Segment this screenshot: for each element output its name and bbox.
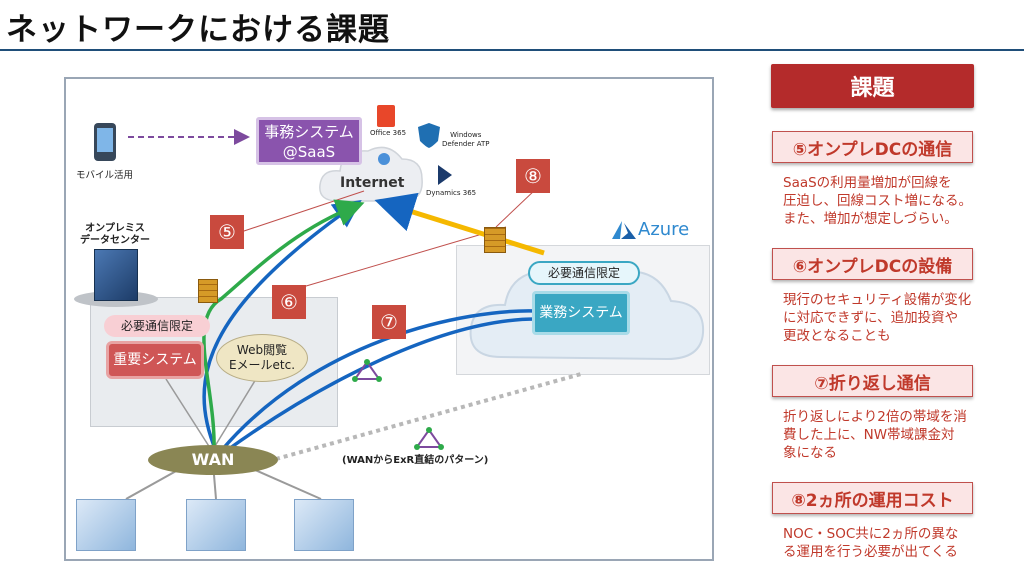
- onprem-line2: データセンター: [80, 235, 150, 246]
- issue-title-8: ⑧2ヵ所の運用コスト: [772, 482, 973, 514]
- issue-desc-6: 現行のセキュリティ設備が変化 に対応できずに、追加投資や 更改となることも: [783, 291, 983, 345]
- badge-6: ⑥: [272, 285, 306, 319]
- defender-shield-icon: [418, 123, 440, 148]
- issue-desc-7-line: 費した上に、NW帯域課金対: [783, 427, 955, 443]
- exr-label: (WANからExR直結のパターン): [342, 455, 489, 466]
- mobile-phone-icon: [94, 123, 116, 161]
- office365-icon: [377, 105, 395, 127]
- dynamics-label: Dynamics 365: [426, 189, 477, 197]
- web-email-ellipse: Web閲覧 Eメールetc.: [216, 334, 308, 382]
- issue-title-5: ⑤オンプレDCの通信: [772, 131, 973, 163]
- onprem-label: オンプレミス データセンター: [80, 223, 150, 247]
- azure-logo-icon: [612, 221, 636, 239]
- branch-building-1-icon: [76, 499, 136, 551]
- firewall-onprem-icon: [198, 279, 218, 303]
- saas-line2: @SaaS: [282, 143, 336, 161]
- onprem-line1: オンプレミス: [85, 223, 145, 234]
- issue-desc-5-line: また、増加が想定しづらい。: [783, 211, 958, 227]
- web-line1: Web閲覧: [236, 343, 288, 357]
- issue-desc-5-line: SaaSの利用量増加が回線を: [783, 175, 952, 191]
- web-line2: Eメールetc.: [228, 358, 296, 372]
- issue-desc-8: NOC・SOC共に2ヵ所の異な る運用を行う必要が出てくる: [783, 525, 983, 561]
- defender-line1: Windows: [450, 131, 482, 139]
- issue-desc-8-line: る運用を行う必要が出てくる: [783, 544, 958, 560]
- issue-desc-6-line: 更改となることも: [783, 328, 891, 344]
- firewall-azure-icon: [484, 227, 506, 253]
- restricted-azure-pill: 必要通信限定: [528, 261, 640, 285]
- core-system-box: 重要システム: [106, 341, 204, 379]
- exr-triangle-wan-icon: [414, 427, 444, 450]
- badge-5: ⑤: [210, 215, 244, 249]
- badge-7: ⑦: [372, 305, 406, 339]
- branch-building-2-icon: [186, 499, 246, 551]
- issue-desc-7-line: 折り返しにより2倍の帯域を消: [783, 409, 967, 425]
- datacenter-building-icon: [94, 249, 138, 301]
- azure-label: Azure: [638, 219, 690, 240]
- issue-desc-7: 折り返しにより2倍の帯域を消 費した上に、NW帯域課金対 象になる: [783, 408, 983, 462]
- network-diagram: モバイル活用 事務システム @SaaS Office 365 Windows D…: [64, 77, 714, 561]
- branch-building-3-icon: [294, 499, 354, 551]
- issue-desc-6-line: に対応できずに、追加投資や: [783, 310, 959, 326]
- issue-desc-8-line: NOC・SOC共に2ヵ所の異な: [783, 526, 959, 542]
- defender-label: Windows Defender ATP: [442, 131, 490, 149]
- wan-ellipse: WAN: [148, 445, 278, 475]
- issue-title-7: ⑦折り返し通信: [772, 365, 973, 397]
- internet-label: Internet: [340, 175, 405, 191]
- business-system-box: 業務システム: [532, 291, 630, 335]
- saas-line1: 事務システム: [264, 123, 354, 141]
- page-title: ネットワークにおける課題: [6, 12, 390, 48]
- restricted-onprem-pill: 必要通信限定: [104, 315, 210, 337]
- saas-system-box: 事務システム @SaaS: [256, 117, 362, 165]
- title-underline: [0, 49, 1024, 51]
- defender-line2: Defender ATP: [442, 140, 490, 148]
- badge-8: ⑧: [516, 159, 550, 193]
- issue-desc-6-line: 現行のセキュリティ設備が変化: [783, 292, 972, 308]
- office365-label: Office 365: [370, 129, 407, 137]
- exr-triangle-icon: [352, 359, 382, 382]
- issue-desc-5: SaaSの利用量増加が回線を 圧迫し、回線コスト増になる。 また、増加が想定しづ…: [783, 174, 983, 228]
- dynamics-icon: [438, 165, 452, 185]
- issue-title-6: ⑥オンプレDCの設備: [772, 248, 973, 280]
- issues-header: 課題: [771, 64, 974, 108]
- mobile-label: モバイル活用: [76, 170, 134, 181]
- issue-desc-7-line: 象になる: [783, 445, 837, 461]
- issue-desc-5-line: 圧迫し、回線コスト増になる。: [783, 193, 972, 209]
